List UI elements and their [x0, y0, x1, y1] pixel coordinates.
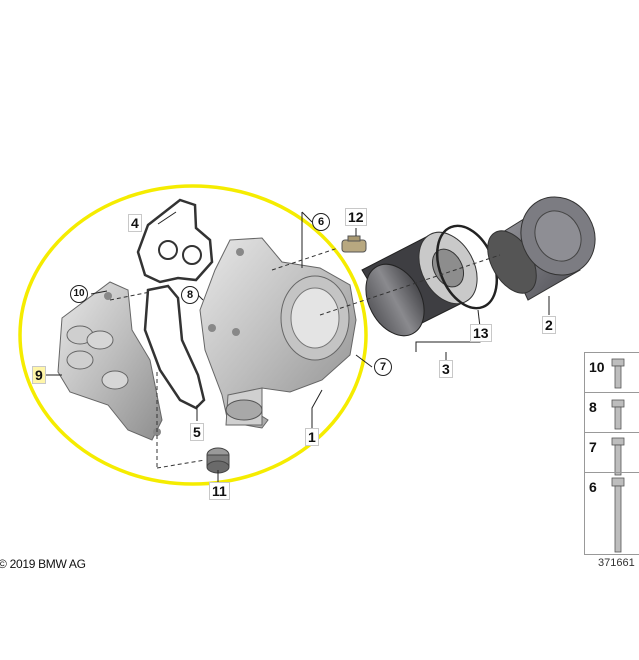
part-label-13[interactable]: 13 — [470, 324, 492, 342]
reference-number: 371661 — [598, 557, 635, 569]
legend-label[interactable]: 6 — [589, 479, 597, 495]
highlight-ellipse — [18, 184, 368, 486]
part-label-1[interactable]: 1 — [305, 428, 319, 446]
part-label-5[interactable]: 5 — [190, 423, 204, 441]
legend-label[interactable]: 7 — [589, 439, 597, 455]
part-12-sensor[interactable] — [341, 235, 367, 253]
part-11-plug[interactable] — [206, 447, 230, 474]
part-label-2[interactable]: 2 — [542, 316, 556, 334]
part-label-10[interactable]: 10 — [70, 285, 88, 303]
part-label-7[interactable]: 7 — [374, 358, 392, 376]
legend-label[interactable]: 8 — [589, 399, 597, 415]
legend-label[interactable]: 10 — [589, 359, 605, 375]
dashed-guides — [109, 247, 501, 469]
legend-row: 10 — [585, 353, 639, 393]
part-3-filter-element[interactable] — [354, 222, 489, 346]
part-label-4[interactable]: 4 — [128, 214, 142, 232]
legend-bolt-icons — [611, 358, 625, 553]
part-2-filter-cap[interactable] — [478, 183, 609, 301]
part-1-filter-housing[interactable] — [199, 237, 357, 429]
legend-row: 8 — [585, 393, 639, 433]
copyright-text: © 2019 BMW AG — [0, 557, 86, 571]
part-label-6[interactable]: 6 — [312, 213, 330, 231]
part-4-gasket[interactable] — [136, 198, 214, 284]
part-label-11[interactable]: 11 — [209, 482, 230, 500]
legend-row: 7 — [585, 433, 639, 473]
part-label-12[interactable]: 12 — [345, 208, 367, 226]
bolt-legend: 10 8 7 6 — [584, 352, 639, 555]
part-label-3[interactable]: 3 — [439, 360, 453, 378]
part-label-9[interactable]: 9 — [32, 366, 46, 384]
legend-row: 6 — [585, 473, 639, 555]
part-5-gasket[interactable] — [143, 284, 206, 410]
part-label-8[interactable]: 8 — [181, 286, 199, 304]
part-9-housing[interactable] — [57, 281, 163, 441]
